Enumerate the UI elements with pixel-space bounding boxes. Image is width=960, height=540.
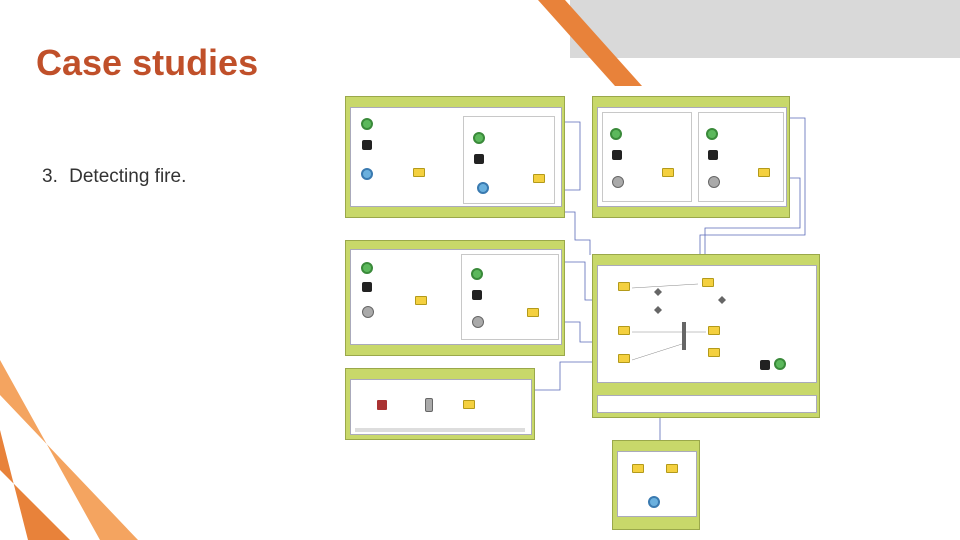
node-icon xyxy=(648,496,660,508)
bullet-item: 3. Detecting fire. xyxy=(42,166,186,188)
node-icon xyxy=(471,268,483,280)
alarm-icon xyxy=(618,354,630,363)
alarm-icon xyxy=(708,348,720,357)
node-icon xyxy=(774,358,786,370)
diagram-panel-middle-left xyxy=(345,240,565,356)
panel-body xyxy=(617,451,697,517)
alarm-icon xyxy=(708,326,720,335)
scrollbar[interactable] xyxy=(355,428,525,432)
panel-body xyxy=(597,107,787,207)
smoke-sensor-icon xyxy=(362,140,372,150)
smoke-sensor-icon xyxy=(708,150,718,160)
alarm-icon xyxy=(618,282,630,291)
bullet-number: 3. xyxy=(42,166,58,187)
top-orange-stripe xyxy=(538,0,642,86)
panel-body xyxy=(597,265,817,383)
slide-title: Case studies xyxy=(36,42,259,83)
alarm-icon xyxy=(702,278,714,287)
node-icon xyxy=(472,316,484,328)
diagram-panel-bottom-center xyxy=(612,440,700,530)
node-icon xyxy=(706,128,718,140)
node-icon xyxy=(361,168,373,180)
alarm-icon xyxy=(413,168,425,177)
node-icon xyxy=(361,262,373,274)
diagram-panel-top-right xyxy=(592,96,790,218)
diagram-panel-top-left xyxy=(345,96,565,218)
smoke-sensor-icon xyxy=(472,290,482,300)
alarm-icon xyxy=(632,464,644,473)
bottom-orange-stripe-light xyxy=(0,360,138,540)
smoke-sensor-icon xyxy=(760,360,770,370)
node-icon xyxy=(708,176,720,188)
alarm-icon xyxy=(666,464,678,473)
alarm-icon xyxy=(533,174,545,183)
alarm-icon xyxy=(415,296,427,305)
node-icon xyxy=(612,176,624,188)
node-icon xyxy=(477,182,489,194)
smoke-sensor-icon xyxy=(377,400,387,410)
bullet-text: Detecting fire. xyxy=(69,166,187,187)
panel-body xyxy=(350,107,562,207)
smoke-sensor-icon xyxy=(362,282,372,292)
panel-body xyxy=(350,379,532,435)
diagram-panel-bottom-left xyxy=(345,368,535,440)
smoke-sensor-icon xyxy=(474,154,484,164)
node-icon xyxy=(610,128,622,140)
node-icon xyxy=(425,398,433,412)
alarm-icon xyxy=(618,326,630,335)
node-icon xyxy=(473,132,485,144)
smoke-sensor-icon xyxy=(612,150,622,160)
node-icon xyxy=(361,118,373,130)
decorative-gray-bar xyxy=(570,0,960,58)
rule-diamond-icon xyxy=(631,283,726,361)
panel-body xyxy=(350,249,562,345)
diagram-panel-middle-right xyxy=(592,254,820,418)
alarm-icon xyxy=(527,308,539,317)
panel-legend xyxy=(597,395,817,413)
node-icon xyxy=(362,306,374,318)
alarm-icon xyxy=(662,168,674,177)
bottom-orange-stripe xyxy=(0,430,70,540)
alarm-icon xyxy=(758,168,770,177)
alarm-icon xyxy=(463,400,475,409)
